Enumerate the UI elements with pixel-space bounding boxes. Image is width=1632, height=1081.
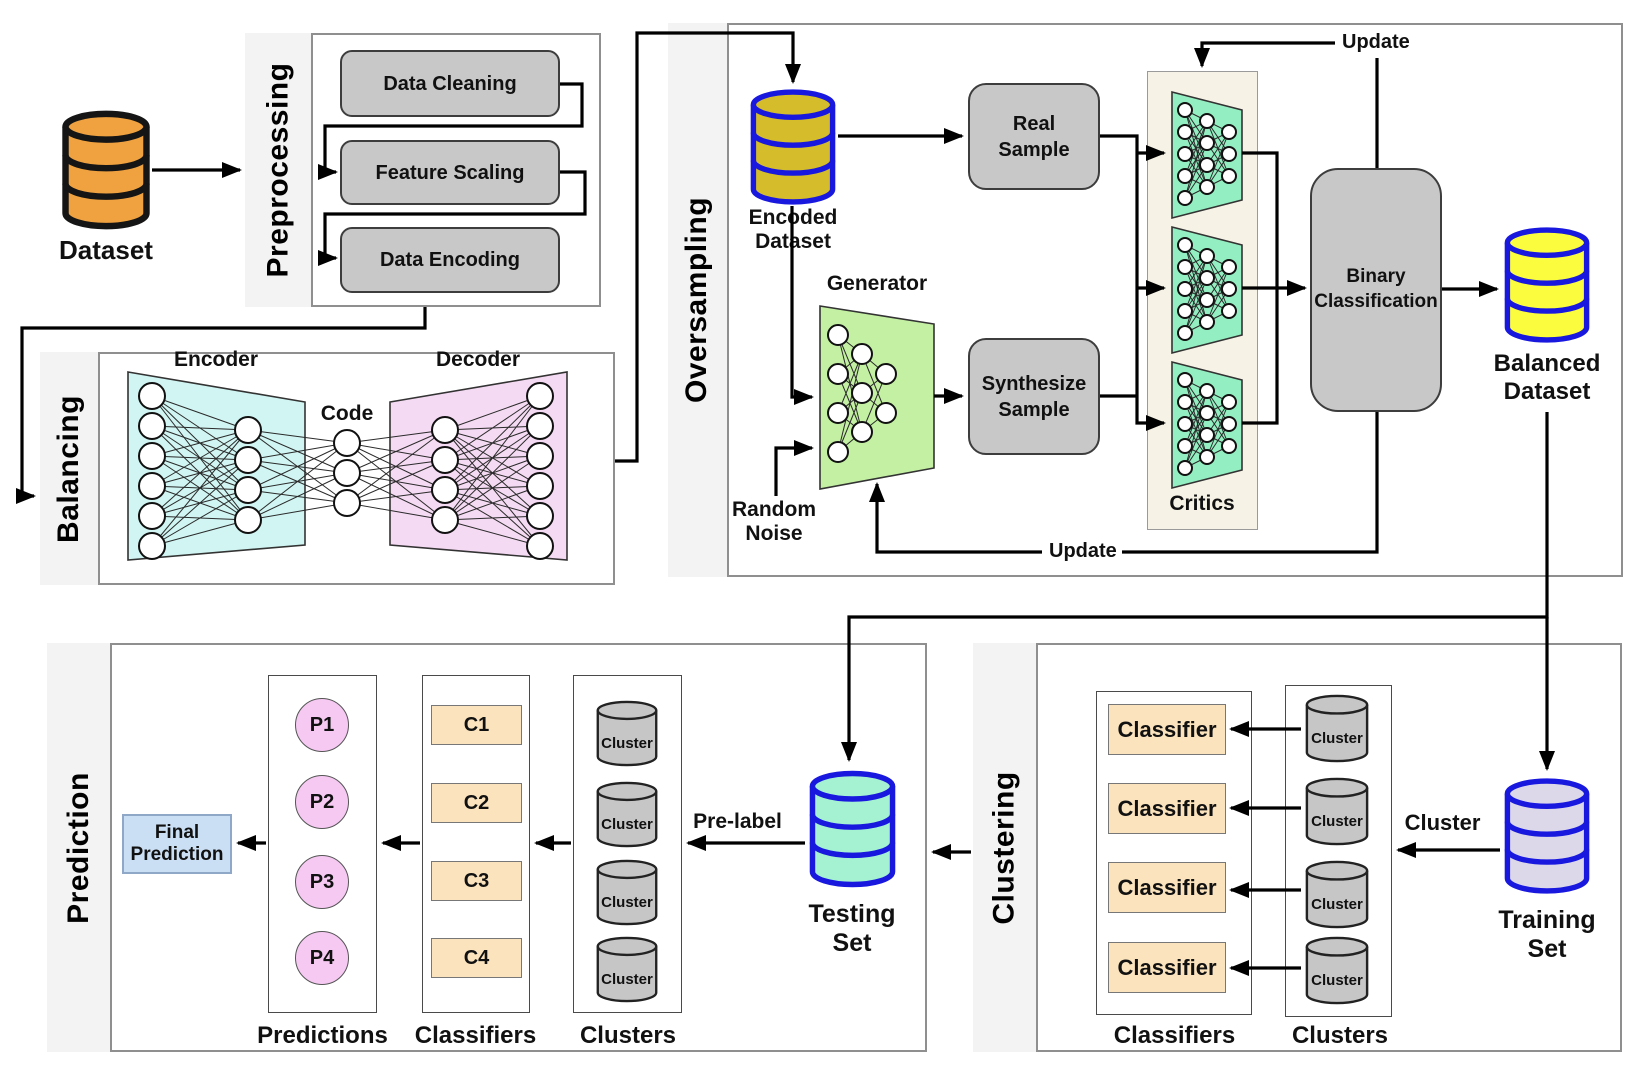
clustering-cluster-cylinder-3: Cluster — [1303, 860, 1371, 930]
cluster-label: Cluster — [601, 816, 653, 834]
prediction-circle-p3: P3 — [295, 855, 349, 909]
prediction-cluster-cylinder-1: Cluster — [594, 700, 660, 768]
cluster-label: Cluster — [1311, 813, 1363, 831]
cluster-label: Cluster — [1311, 972, 1363, 990]
classifier-c1: C1 — [431, 705, 522, 745]
predictions-caption: Predictions — [257, 1022, 388, 1049]
classifier-c4: C4 — [431, 938, 522, 978]
classifier-label: Classifier — [1117, 954, 1217, 980]
cluster-label: Cluster — [601, 894, 653, 912]
encoded-dataset-cylinder — [748, 88, 838, 206]
critic-network-2 — [1171, 225, 1243, 355]
p2-label: P2 — [309, 790, 335, 813]
classifier-label: Classifier — [1117, 874, 1217, 900]
training-set-label: Training Set — [1498, 906, 1596, 963]
balanced-dataset-label: Balanced Dataset — [1493, 350, 1601, 405]
balancing-title: Balancing — [52, 394, 85, 543]
clustering-cluster-cylinder-4: Cluster — [1303, 936, 1371, 1006]
synthesize-sample-box: Synthesize Sample — [968, 338, 1100, 455]
clustering-classifier-3: Classifier — [1108, 862, 1226, 913]
clustering-title: Clustering — [987, 770, 1021, 925]
decoder-label: Decoder — [435, 348, 521, 371]
critic-network-3 — [1171, 360, 1243, 490]
data-cleaning-step: Data Cleaning — [340, 50, 560, 117]
clustering-classifier-4: Classifier — [1108, 942, 1226, 993]
final-prediction-box: Final Prediction — [122, 814, 232, 874]
classifier-label: Classifier — [1117, 795, 1217, 821]
data-encoding-step: Data Encoding — [340, 227, 560, 293]
clustering-classifier-1: Classifier — [1108, 704, 1226, 755]
cluster-label: Cluster — [1311, 896, 1363, 914]
code-label: Code — [320, 402, 374, 425]
clustering-clusters-caption: Clusters — [1291, 1022, 1389, 1049]
binary-classification-box: Binary Classification — [1310, 168, 1442, 412]
feature-scaling-label: Feature Scaling — [375, 161, 525, 184]
prediction-label-band: Prediction — [47, 643, 112, 1052]
update-bottom-label: Update — [1044, 540, 1120, 563]
update-top-label: Update — [1337, 31, 1413, 54]
clustering-classifier-2: Classifier — [1108, 783, 1226, 834]
critic-network-1 — [1171, 90, 1243, 220]
testing-set-label: Testing Set — [808, 900, 896, 957]
p4-label: P4 — [309, 946, 335, 969]
c2-label: C2 — [463, 791, 490, 814]
classifier-c2: C2 — [431, 783, 522, 823]
critics-label: Critics — [1169, 492, 1235, 515]
feature-scaling-step: Feature Scaling — [340, 140, 560, 205]
training-set-cylinder — [1502, 775, 1592, 897]
p3-label: P3 — [309, 870, 335, 893]
final-prediction-label: Final Prediction — [130, 822, 224, 865]
generator-label: Generator — [826, 272, 928, 295]
c1-label: C1 — [463, 713, 490, 736]
clustering-cluster-cylinder-2: Cluster — [1303, 777, 1371, 847]
oversampling-title: Oversampling — [680, 196, 714, 404]
prediction-clusters-caption: Clusters — [579, 1022, 677, 1049]
classifier-c3: C3 — [431, 861, 522, 901]
preprocessing-label-band: Preprocessing — [245, 33, 313, 307]
prediction-cluster-cylinder-4: Cluster — [594, 936, 660, 1004]
data-cleaning-label: Data Cleaning — [383, 72, 517, 95]
prediction-cluster-cylinder-3: Cluster — [594, 859, 660, 927]
cluster-label: Cluster — [601, 971, 653, 989]
dataset-label: Dataset — [59, 235, 153, 265]
prediction-circle-p2: P2 — [295, 775, 349, 829]
autoencoder-network — [127, 371, 568, 561]
dataset-cylinder — [60, 110, 152, 230]
cluster-label: Cluster — [1311, 730, 1363, 748]
prediction-classifiers-caption: Classifiers — [414, 1022, 537, 1049]
prediction-circle-p1: P1 — [295, 698, 349, 752]
prediction-cluster-cylinder-2: Cluster — [594, 781, 660, 849]
generator-network — [819, 305, 935, 490]
preprocessing-title: Preprocessing — [261, 62, 295, 278]
prediction-title: Prediction — [61, 771, 95, 924]
random-noise-label: Random Noise — [732, 498, 816, 546]
real-sample-label: Real Sample — [998, 112, 1070, 161]
balancing-label-band: Balancing — [40, 352, 100, 585]
real-sample-box: Real Sample — [968, 83, 1100, 190]
data-encoding-label: Data Encoding — [379, 249, 520, 271]
oversampling-label-band: Oversampling — [668, 23, 729, 577]
balanced-dataset-cylinder — [1502, 225, 1592, 345]
pre-label-arrow-label: Pre-label — [693, 810, 782, 833]
encoded-dataset-label: Encoded Dataset — [748, 206, 838, 254]
clustering-label-band: Clustering — [973, 643, 1038, 1052]
clustering-classifiers-caption: Classifiers — [1113, 1022, 1236, 1049]
cluster-arrow-label: Cluster — [1404, 810, 1481, 835]
cluster-label: Cluster — [601, 735, 653, 753]
testing-set-cylinder — [807, 768, 898, 890]
p1-label: P1 — [309, 713, 335, 736]
c4-label: C4 — [463, 946, 490, 969]
binary-classification-label: Binary Classification — [1314, 266, 1438, 312]
synthesize-sample-label: Synthesize Sample — [981, 372, 1087, 421]
clustering-cluster-cylinder-1: Cluster — [1303, 694, 1371, 764]
prediction-circle-p4: P4 — [295, 931, 349, 985]
classifier-label: Classifier — [1117, 716, 1217, 742]
encoder-label: Encoder — [173, 348, 259, 371]
c3-label: C3 — [463, 869, 490, 892]
